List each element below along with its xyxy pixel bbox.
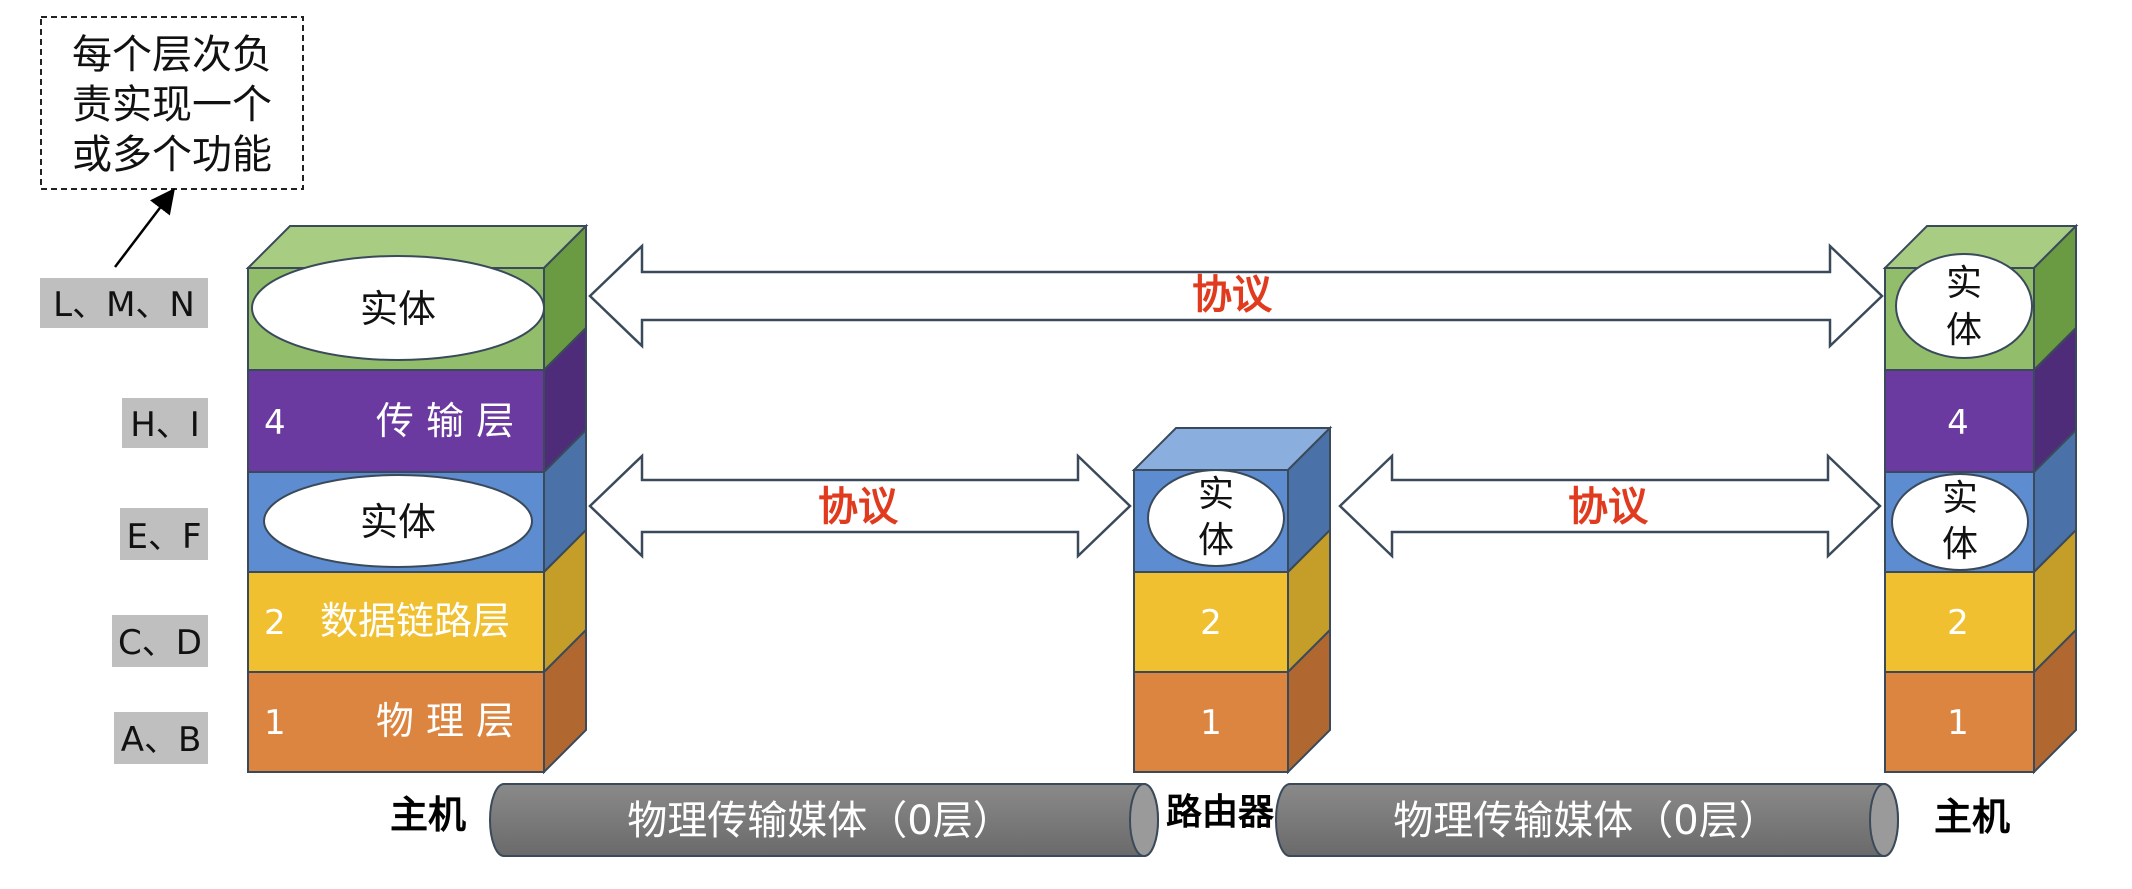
right-layer4-num: 4 [1947, 403, 1969, 443]
left-layer2-num: 2 [264, 603, 286, 643]
right-physical-layer [1884, 671, 2035, 773]
protocol-arrow-top: 协议 [588, 243, 1884, 349]
note-line-3: 或多个功能 [72, 132, 272, 178]
router-datalink-layer [1133, 571, 1289, 673]
right-entity-top-line1: 实 [1946, 263, 1982, 304]
protocol-arrow-router-right: 协议 [1338, 453, 1882, 559]
router-layer1-num: 1 [1200, 703, 1222, 743]
left-layer1-num: 1 [264, 703, 286, 743]
side-labels: L、M、N H、I E、F C、D A、B [40, 278, 208, 764]
left-entity-mid [263, 474, 533, 568]
left-host-stack: 实体 4 传 输 层 实体 2 数据链路层 1 物 理 层 [245, 223, 589, 775]
right-entity-mid [1891, 473, 2029, 571]
left-entity-top [251, 255, 545, 361]
router-entity-line2: 体 [1198, 520, 1234, 561]
side-label-bg [112, 615, 208, 667]
protocol-label-top: 协议 [1192, 272, 1273, 318]
right-layer2-num: 2 [1947, 603, 1969, 643]
physical-media-right: 物理传输媒体（0层） [1275, 783, 1899, 857]
right-host-caption: 主机 [1934, 795, 2010, 839]
protocol-label-left-router: 协议 [818, 484, 899, 530]
side-label-bg [40, 278, 208, 328]
left-entity-mid-label: 实体 [360, 500, 436, 544]
left-layer1-name: 物 理 层 [376, 699, 514, 743]
protocol-label-router-right: 协议 [1568, 484, 1649, 530]
right-entity-top [1895, 253, 2033, 359]
router-physical-layer [1133, 671, 1289, 773]
note-line-1: 每个层次负 [72, 32, 272, 78]
left-datalink-layer [247, 571, 545, 673]
left-transport-layer [247, 369, 545, 473]
router-entity-line1: 实 [1198, 474, 1234, 515]
note-line-2: 责实现一个 [72, 82, 272, 128]
side-label-cd: C、D [118, 623, 202, 663]
right-host-stack: 实 体 4 实 体 2 1 [1882, 223, 2079, 775]
side-label-bg [120, 508, 208, 560]
router-layer2-num: 2 [1200, 603, 1222, 643]
left-layer4-name: 传 输 层 [376, 399, 514, 443]
side-label-bg [114, 712, 208, 764]
side-label-hi: H、I [130, 405, 200, 445]
side-label-ab: A、B [121, 720, 202, 760]
left-host-caption: 主机 [390, 793, 466, 837]
right-layer1-num: 1 [1947, 703, 1969, 743]
physical-media-left-label: 物理传输媒体（0层） [627, 798, 1012, 844]
right-entity-top-line2: 体 [1946, 310, 1982, 351]
side-label-ef: E、F [126, 517, 201, 557]
right-entity-mid-line1: 实 [1942, 478, 1978, 519]
left-entity-top-label: 实体 [360, 287, 436, 331]
left-layer2-name: 数据链路层 [320, 599, 510, 643]
left-layer4-num: 4 [264, 403, 286, 443]
physical-media-left: 物理传输媒体（0层） [489, 783, 1159, 857]
side-label-lmn: L、M、N [53, 285, 195, 325]
right-entity-mid-line2: 体 [1942, 524, 1978, 565]
physical-media-right-label: 物理传输媒体（0层） [1393, 798, 1778, 844]
note-pointer-arrow [114, 188, 176, 268]
left-physical-layer [247, 671, 545, 773]
router-stack: 实 体 2 1 [1131, 425, 1333, 775]
side-label-bg [122, 398, 208, 448]
function-note: 每个层次负 责实现一个 或多个功能 [40, 16, 304, 190]
right-transport-layer [1884, 369, 2035, 473]
router-entity [1147, 469, 1285, 567]
router-caption: 路由器 [1166, 792, 1275, 833]
protocol-arrow-left-router: 协议 [588, 453, 1132, 559]
